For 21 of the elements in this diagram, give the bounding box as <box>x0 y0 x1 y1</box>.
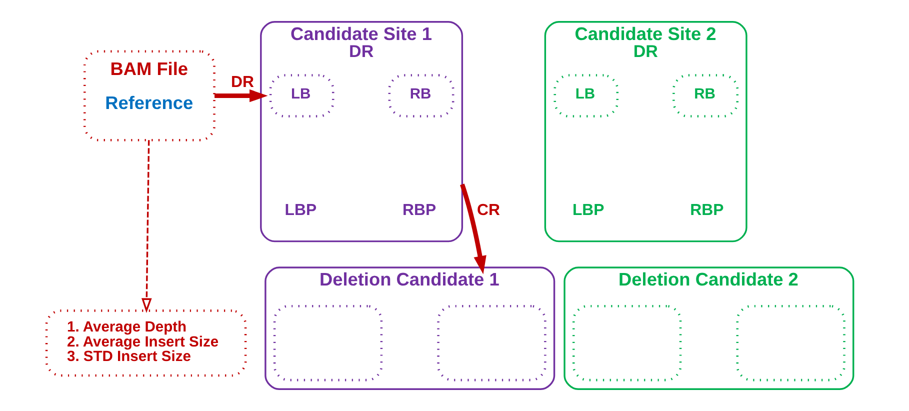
node-box: BAM File Reference <box>84 50 216 142</box>
node-box: 1. Average Depth 2. Average Insert Size 3. STD Insert Size <box>45 310 247 377</box>
node-box <box>273 305 383 382</box>
node-box: RB <box>672 74 738 118</box>
edge-label: CR <box>476 202 500 219</box>
node-box: LB <box>269 74 334 118</box>
label: RBP <box>690 202 724 219</box>
cluster: Deletion Candidate 1 <box>264 266 556 390</box>
node-box: LB <box>554 74 619 118</box>
edge-label: DR <box>231 74 254 91</box>
arrow <box>141 140 152 313</box>
node-box <box>572 305 682 382</box>
arrow <box>460 184 486 274</box>
label: LBP <box>572 202 604 219</box>
label: RBP <box>402 202 436 219</box>
arrow <box>214 89 268 102</box>
label: LBP <box>284 202 317 219</box>
node-box <box>736 305 846 382</box>
node-box <box>437 305 546 382</box>
node-box: RB <box>388 74 454 118</box>
cluster: Deletion Candidate 2 <box>564 266 854 390</box>
